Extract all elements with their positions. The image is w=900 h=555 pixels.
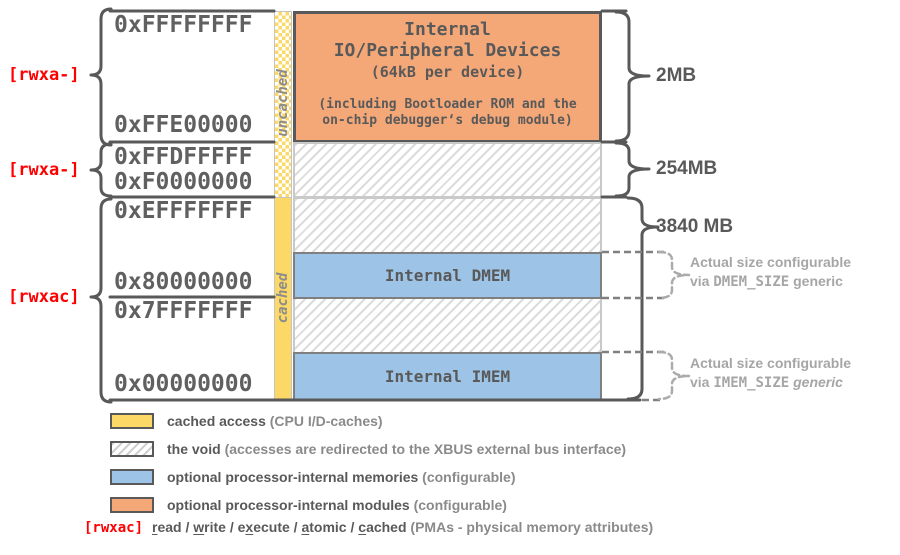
- dmem-annotation-line1: Actual size configurable: [690, 254, 852, 270]
- dmem-annotation-line2: via DMEM_SIZE generic: [690, 273, 843, 290]
- legend-text-void: the void (accesses are redirected to the…: [167, 441, 627, 457]
- imem-annotation-line1: Actual size configurable: [690, 355, 852, 371]
- right-brace-254mb: [614, 141, 651, 198]
- address-0x7FFFFFFF: 0x7FFFFFFF: [114, 298, 253, 324]
- imem-size-annotation: Actual size configurable via IMEM_SIZE g…: [690, 354, 851, 393]
- size-label-2mb: 2MB: [656, 65, 697, 86]
- io-peripheral-devices-block: Internal IO/Peripheral Devices (64kB per…: [293, 11, 602, 143]
- io-block-title-line1: Internal: [404, 19, 491, 40]
- size-label-254mb: 254MB: [656, 158, 718, 179]
- io-block-note-line1: (including Bootloader ROM and the: [318, 97, 577, 112]
- cached-strip-label: cached: [275, 272, 291, 324]
- address-0xF0000000: 0xF0000000: [114, 169, 253, 195]
- imem-block: Internal IMEM: [293, 352, 602, 401]
- dashed-brace-imem: [657, 350, 691, 401]
- pma-label-void-region: [rwxa-]: [8, 160, 80, 180]
- legend-text-cached: cached access (CPU I/D-caches): [167, 413, 383, 429]
- void-swatch: [110, 441, 154, 457]
- legend-row-modules: optional processor-internal modules (con…: [110, 496, 507, 514]
- size-label-3840mb: 3840 MB: [656, 216, 734, 237]
- cached-swatch: [110, 413, 154, 429]
- io-block-note-line2: on-chip debugger‘s debug module): [322, 113, 573, 128]
- legend-row-cached: cached access (CPU I/D-caches): [110, 412, 383, 430]
- address-0x80000000: 0x80000000: [114, 269, 253, 295]
- legend-text-modules: optional processor-internal modules (con…: [167, 497, 507, 513]
- dashed-brace-dmem: [657, 250, 691, 300]
- pma-label-cached-region: [rwxac]: [8, 287, 80, 307]
- legend-row-void: the void (accesses are redirected to the…: [110, 440, 626, 458]
- address-0x00000000: 0x00000000: [114, 371, 253, 397]
- void-block-254mb: [293, 142, 602, 198]
- legend-text-memories: optional processor-internal memories (co…: [167, 469, 516, 485]
- pma-legend-text: read / write / execute / atomic / cached…: [152, 519, 654, 535]
- modules-swatch: [110, 497, 154, 513]
- io-block-subtitle: (64kB per device): [370, 63, 525, 81]
- io-block-title-line2: IO/Peripheral Devices: [333, 40, 562, 61]
- dmem-block: Internal DMEM: [293, 252, 602, 299]
- address-0xFFDFFFFF: 0xFFDFFFFF: [114, 144, 253, 170]
- legend-row-memories: optional processor-internal memories (co…: [110, 468, 516, 486]
- pma-legend-label: [rwxac]: [84, 520, 144, 536]
- left-brace-cached-region: [89, 197, 113, 404]
- pma-label-io-region: [rwxa-]: [8, 65, 80, 85]
- address-0xFFFFFFFF: 0xFFFFFFFF: [114, 12, 253, 38]
- right-brace-2mb: [614, 10, 651, 143]
- dmem-size-annotation: Actual size configurable via DMEM_SIZE g…: [690, 253, 851, 292]
- address-0xEFFFFFFF: 0xEFFFFFFF: [114, 198, 253, 224]
- imem-annotation-line2: via IMEM_SIZE generic: [690, 374, 843, 391]
- uncached-strip-label: uncached: [275, 69, 291, 137]
- right-brace-3840mb: [626, 196, 660, 401]
- legend-row-pma: [rwxac] read / write / execute / atomic …: [84, 519, 653, 536]
- left-brace-io-region: [89, 7, 113, 147]
- memories-swatch: [110, 469, 154, 485]
- address-0xFFE00000: 0xFFE00000: [114, 112, 253, 138]
- left-brace-void-region: [89, 142, 113, 198]
